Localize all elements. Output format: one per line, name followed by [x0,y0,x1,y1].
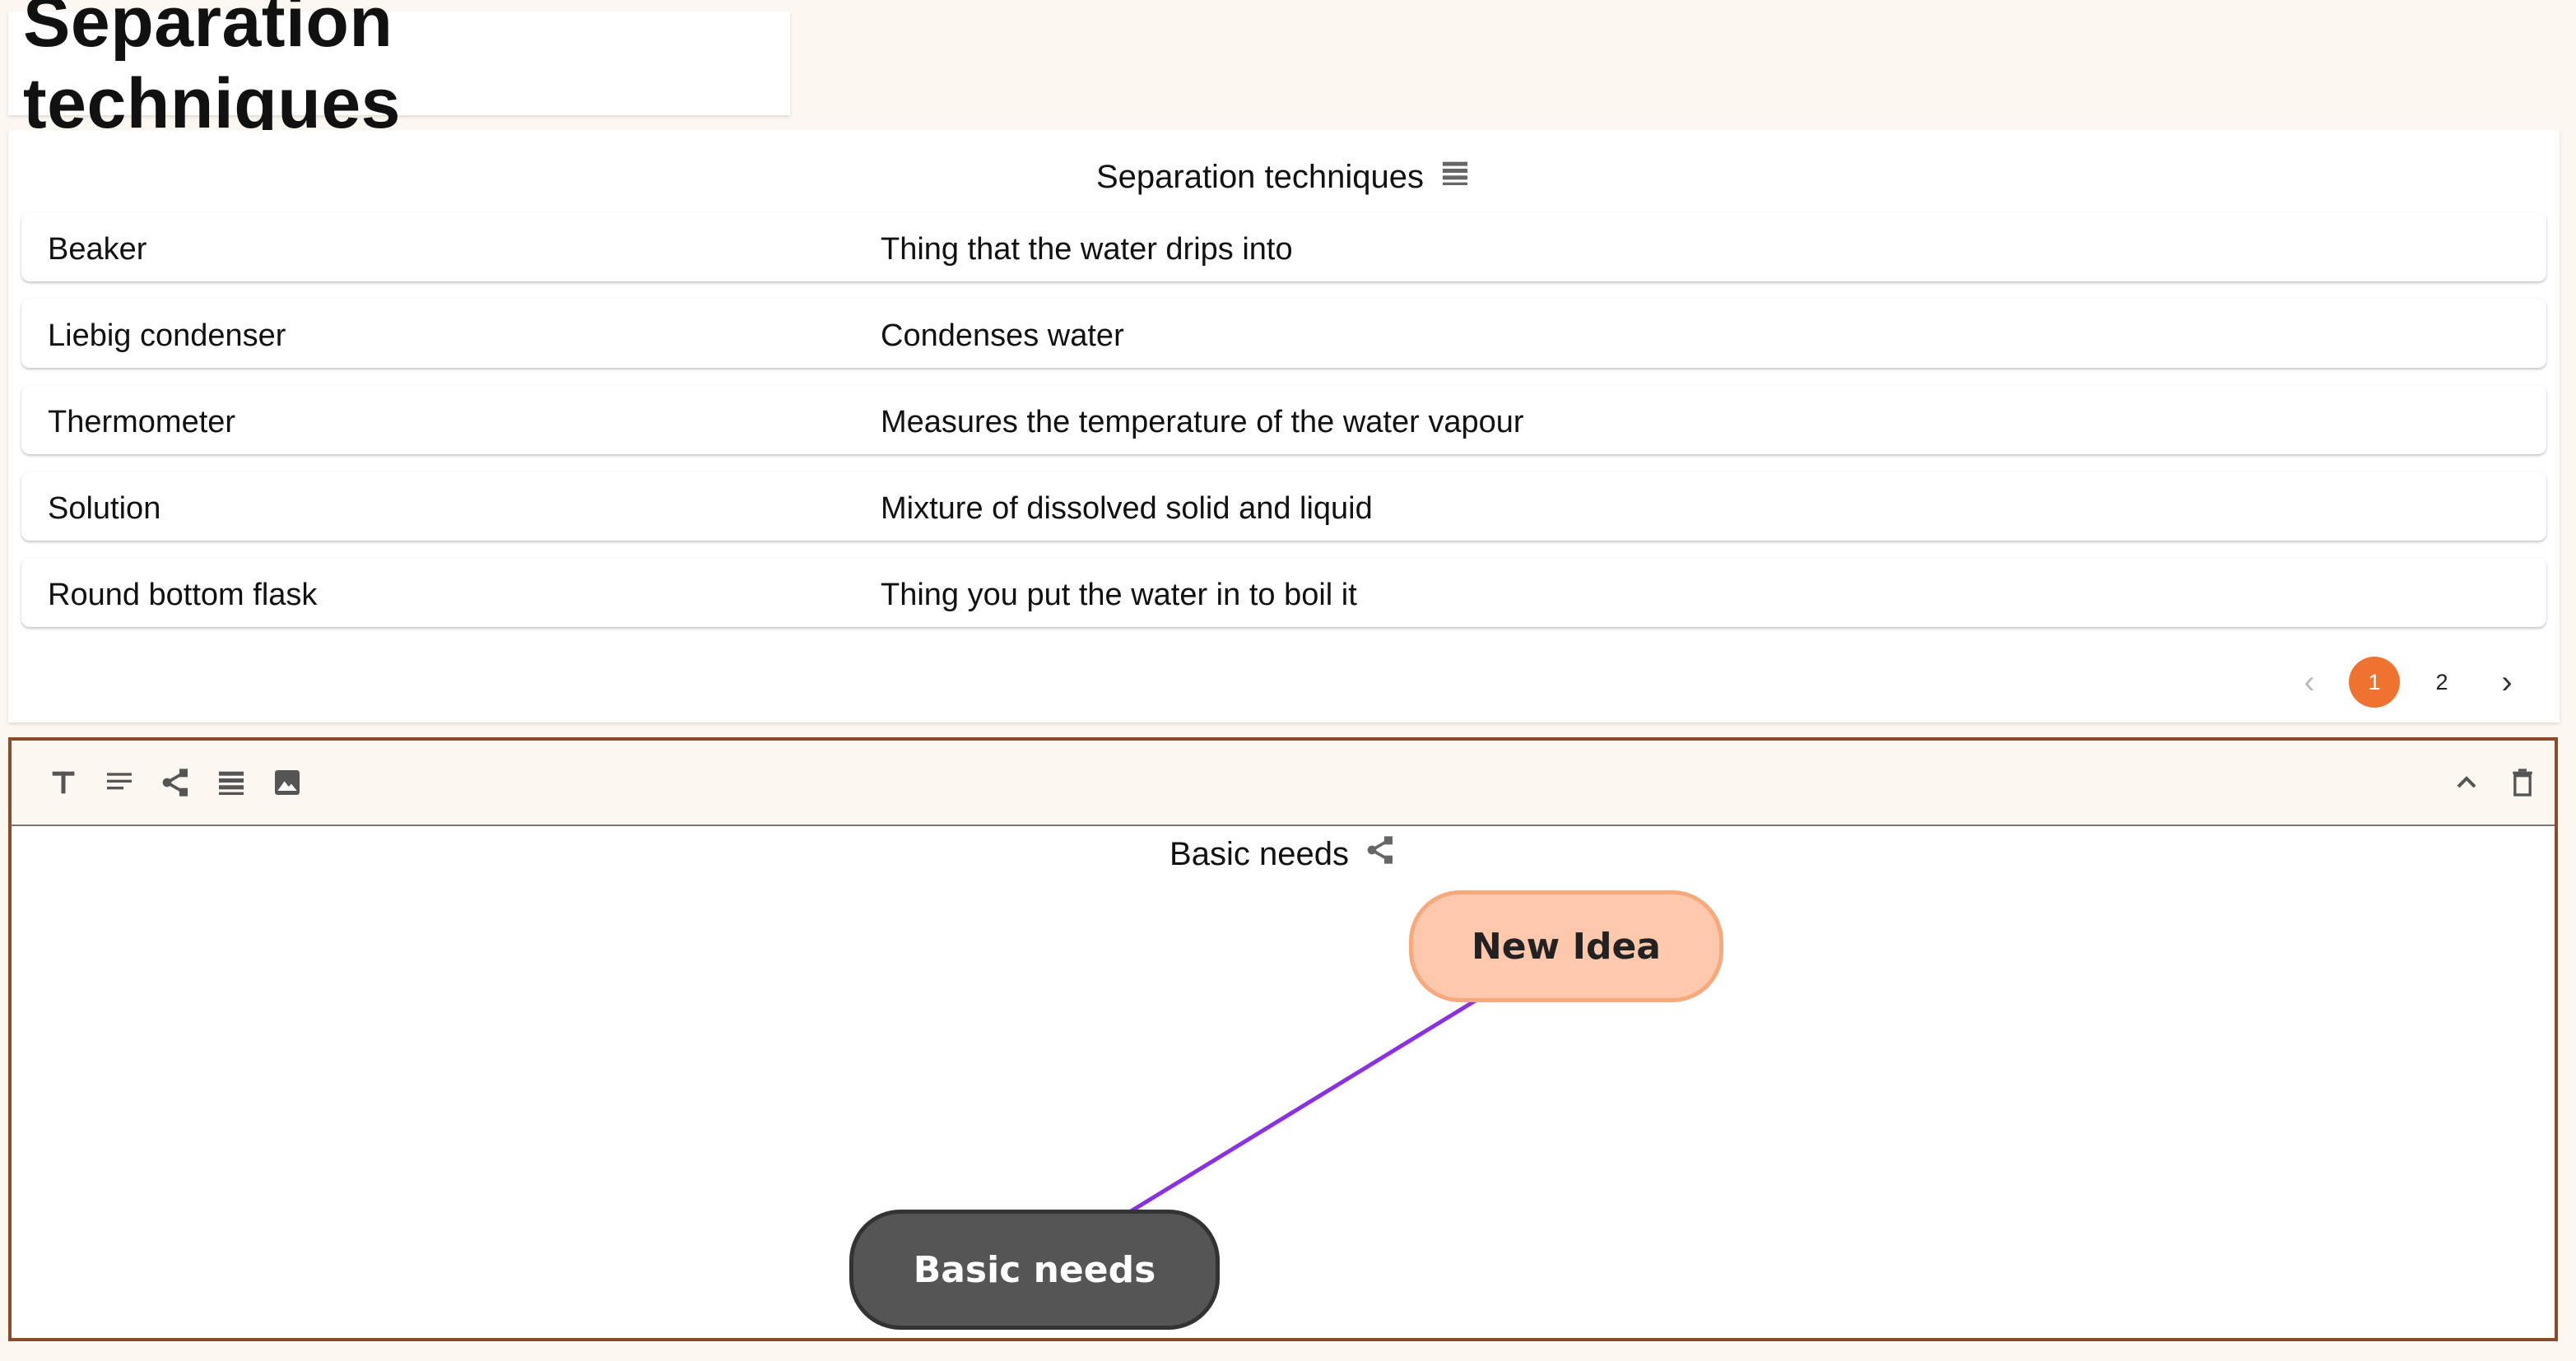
definition-text: Mixture of dissolved solid and liquid [881,490,1373,526]
page-title[interactable]: Separation techniques [23,0,401,143]
list-icon[interactable] [212,764,250,801]
node-label: Basic needs [913,1248,1156,1291]
block-toolbar [12,741,2555,826]
definition-text: Thing that the water drips into [881,231,1293,267]
term-text: Liebig condenser [48,318,286,353]
image-icon[interactable] [268,764,306,801]
trash-icon[interactable] [2504,764,2541,801]
mindmap-link [1129,996,1480,1214]
table-row[interactable]: Solution Mixture of dissolved solid and … [21,471,2546,541]
list-icon [1439,156,1472,197]
term-text: Round bottom flask [48,577,318,612]
mindmap-title-bar: Basic needs [12,829,2555,879]
table-row[interactable]: Thermometer Measures the temperature of … [21,385,2546,454]
term-text: Solution [48,490,161,526]
definition-text: Measures the temperature of the water va… [881,404,1524,439]
node-label: New Idea [1471,925,1662,968]
term-rows: Beaker Thing that the water drips into L… [21,212,2546,644]
table-row[interactable]: Beaker Thing that the water drips into [21,212,2546,281]
definition-text: Condenses water [881,318,1124,353]
mindmap-block[interactable]: Basic needs New Idea Basic needs [8,737,2558,1341]
mindmap-node-root[interactable]: Basic needs [849,1210,1220,1330]
list-header: Separation techniques [8,148,2560,206]
page-1-button[interactable]: 1 [2349,657,2400,708]
mindmap-title: Basic needs [1169,835,1349,872]
pagination: ‹ 1 2 › [2286,653,2530,711]
paragraph-icon[interactable] [100,764,138,801]
table-row[interactable]: Liebig condenser Condenses water [21,299,2546,368]
chevron-right-icon[interactable]: › [2501,663,2513,700]
chevron-left-icon[interactable]: ‹ [2304,663,2315,700]
list-title: Separation techniques [1095,158,1425,195]
page-2-button[interactable]: 2 [2435,669,2448,694]
term-text: Beaker [48,231,147,267]
table-row[interactable]: Round bottom flask Thing you put the wat… [21,558,2546,627]
text-icon[interactable] [44,764,82,801]
chevron-up-icon[interactable] [2448,764,2485,801]
mindmap-icon [1364,834,1397,875]
mindmap-node-new-idea[interactable]: New Idea [1409,890,1723,1002]
mindmap-icon[interactable] [156,764,194,801]
definition-text: Thing you put the water in to boil it [881,577,1357,612]
term-text: Thermometer [48,404,236,439]
term-list-block: Separation techniques Beaker Thing that … [8,130,2560,722]
page-title-card: Separation techniques [8,0,790,143]
